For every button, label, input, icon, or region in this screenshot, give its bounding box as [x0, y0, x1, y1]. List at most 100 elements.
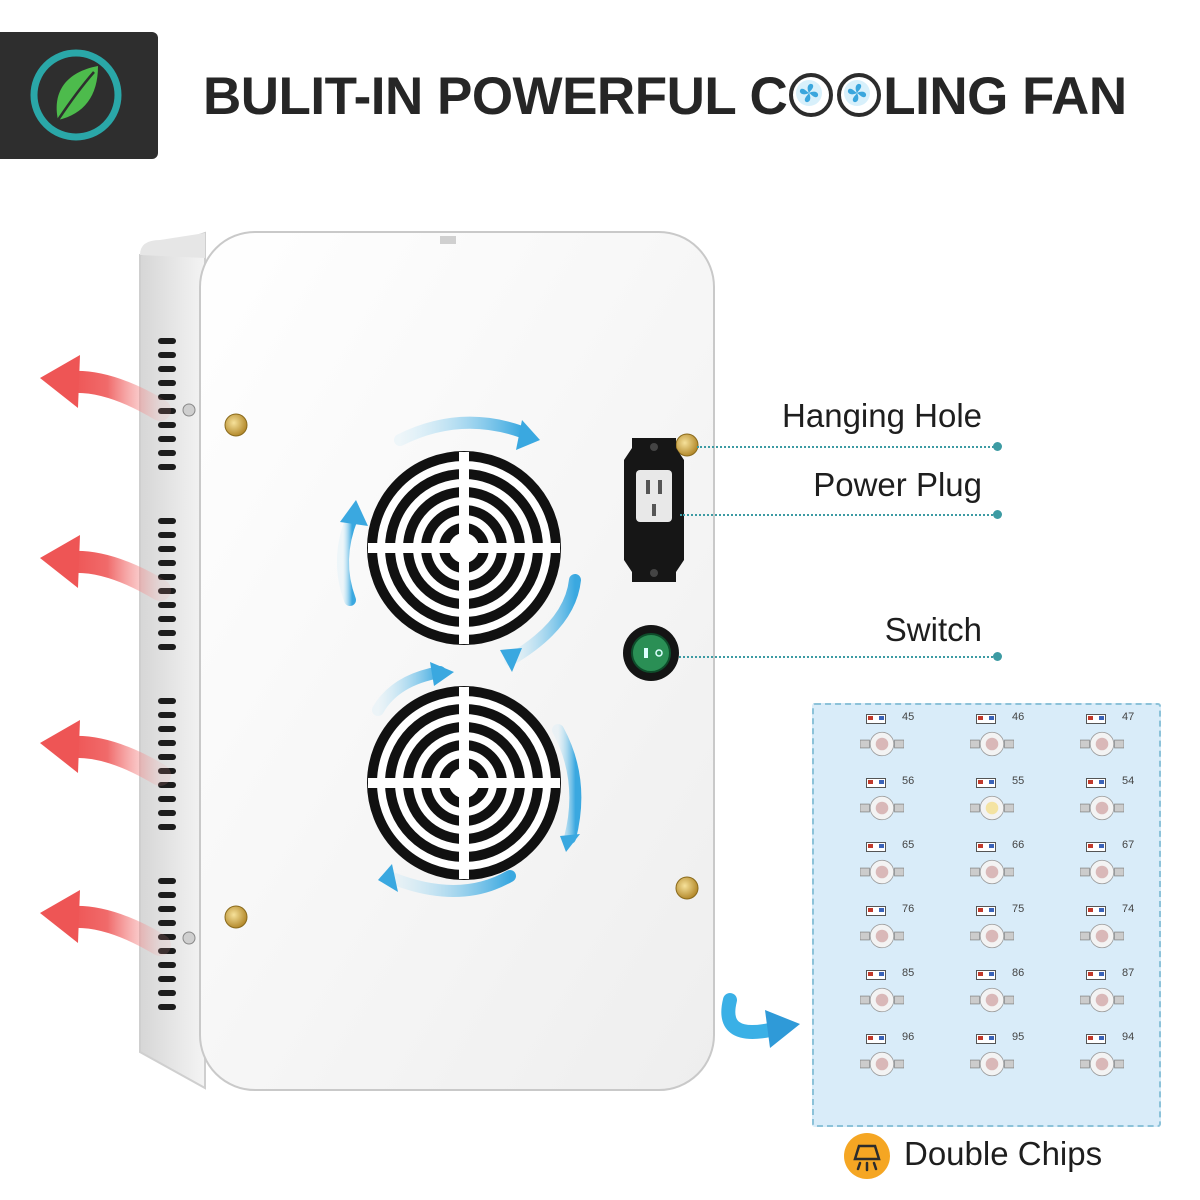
chip-number: 96 [902, 1031, 915, 1043]
callout-hanging-hole: Hanging Hole [782, 397, 982, 434]
chip-number: 94 [1122, 1031, 1135, 1043]
callout-line [697, 446, 997, 448]
chip-number: 65 [902, 839, 915, 851]
chip-led [1080, 795, 1124, 821]
led-chip: 87 [1056, 967, 1166, 1033]
chip-number: 67 [1122, 839, 1135, 851]
led-chip: 66 [946, 839, 1056, 905]
chip-grid: 45 46 47 56 55 54 65 66 67 76 75 74 85 86 87 96 95 94 [814, 705, 1159, 1125]
chip-number: 95 [1012, 1031, 1025, 1043]
chip-marker [1086, 842, 1106, 852]
chip-number: 85 [902, 967, 915, 979]
chip-marker [866, 970, 886, 980]
chip-led [970, 987, 1014, 1013]
callout-power-plug: Power Plug [813, 466, 982, 503]
chip-led [860, 923, 904, 949]
chip-marker [866, 714, 886, 724]
chip-marker [1086, 970, 1106, 980]
led-chip: 96 [836, 1031, 946, 1097]
leaf-icon [30, 49, 122, 141]
led-chip: 85 [836, 967, 946, 1033]
chip-number: 76 [902, 903, 915, 915]
chip-number: 45 [902, 711, 915, 723]
fan-grille-top [367, 451, 561, 645]
airflow-arrows-blue [337, 416, 582, 897]
led-chip: 86 [946, 967, 1056, 1033]
heat-arrows-red [40, 355, 171, 956]
chip-led [860, 987, 904, 1013]
chip-marker [1086, 778, 1106, 788]
chip-led [860, 859, 904, 885]
chip-number: 47 [1122, 711, 1135, 723]
chip-marker [976, 970, 996, 980]
callout-dot [993, 510, 1002, 519]
brass-screws [224, 413, 699, 929]
led-chip: 67 [1056, 839, 1166, 905]
chip-marker [1086, 906, 1106, 916]
callout-line [680, 514, 997, 516]
chip-led [1080, 923, 1124, 949]
chip-led [1080, 859, 1124, 885]
chip-marker [976, 842, 996, 852]
led-chip: 74 [1056, 903, 1166, 969]
chip-number: 46 [1012, 711, 1025, 723]
chip-led [860, 731, 904, 757]
chip-marker [1086, 1034, 1106, 1044]
chip-number: 56 [902, 775, 915, 787]
chip-marker [976, 714, 996, 724]
chip-marker [976, 1034, 996, 1044]
brand-logo [0, 32, 158, 159]
callout-line [679, 656, 997, 658]
chip-marker [866, 906, 886, 916]
led-chip-board: 45 46 47 56 55 54 65 66 67 76 75 74 85 86 87 96 95 94 [812, 703, 1161, 1127]
chip-led [970, 859, 1014, 885]
chip-number: 55 [1012, 775, 1025, 787]
chip-number: 75 [1012, 903, 1025, 915]
callout-dot [993, 652, 1002, 661]
led-chip: 75 [946, 903, 1056, 969]
chip-led [970, 1051, 1014, 1077]
chip-marker [866, 778, 886, 788]
chip-led [860, 1051, 904, 1077]
power-plug [624, 438, 684, 582]
chip-number: 86 [1012, 967, 1025, 979]
fan-grille-bottom [367, 686, 561, 880]
lamp-icon [844, 1133, 890, 1179]
legend-label: Double Chips [904, 1135, 1103, 1172]
chip-led [1080, 987, 1124, 1013]
led-chip: 55 [946, 775, 1056, 841]
callout-switch: Switch [884, 611, 982, 648]
chip-led [970, 923, 1014, 949]
fan-icon [837, 73, 882, 117]
chip-led [970, 795, 1014, 821]
led-chip: 76 [836, 903, 946, 969]
led-chip: 46 [946, 711, 1056, 777]
chip-marker [1086, 714, 1106, 724]
chip-led [860, 795, 904, 821]
chip-marker [976, 778, 996, 788]
chip-led [1080, 1051, 1124, 1077]
chip-number: 74 [1122, 903, 1135, 915]
chip-led [970, 731, 1014, 757]
chip-number: 54 [1122, 775, 1135, 787]
housing-side [139, 231, 206, 1090]
led-chip: 54 [1056, 775, 1166, 841]
chip-marker [866, 842, 886, 852]
chip-marker [866, 1034, 886, 1044]
chip-marker [976, 906, 996, 916]
callout-dot [993, 442, 1002, 451]
fan-icon [789, 73, 834, 117]
led-chip: 56 [836, 775, 946, 841]
led-chip: 94 [1056, 1031, 1166, 1097]
led-chip: 45 [836, 711, 946, 777]
chip-number: 87 [1122, 967, 1135, 979]
chip-number: 66 [1012, 839, 1025, 851]
power-switch [623, 625, 679, 681]
housing-front [199, 231, 715, 1091]
chip-led [1080, 731, 1124, 757]
chip-pointer-arrow [721, 993, 800, 1048]
led-chip: 95 [946, 1031, 1056, 1097]
led-chip: 47 [1056, 711, 1166, 777]
